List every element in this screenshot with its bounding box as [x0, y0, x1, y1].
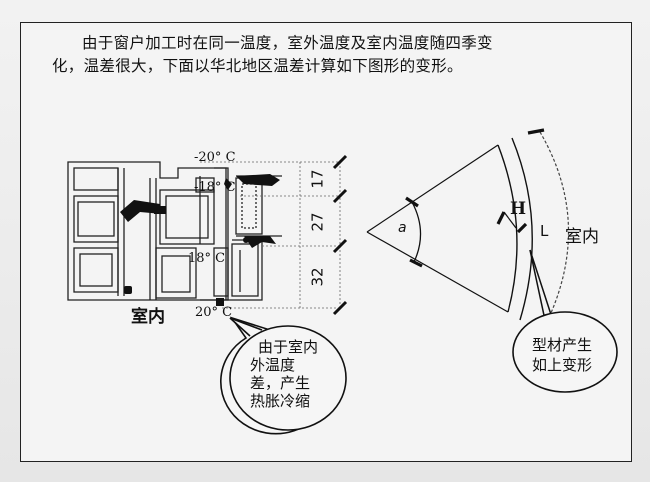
left-callout-line-2: 外温度: [250, 356, 295, 374]
paragraph-line-1: 由于窗户加工时在同一温度，室外温度及室内温度随四季变: [82, 34, 493, 52]
left-callout: 由于室内 外温度 差，产生 热胀冷缩: [219, 316, 347, 435]
paragraph-line-2: 化，温差很大，下面以华北地区温差计算如下图形的变形。: [52, 57, 463, 75]
intro-paragraph: 由于窗户加工时在同一温度，室外温度及室内温度随四季变 化，温差很大，下面以华北地…: [52, 32, 572, 78]
l-label: L: [540, 222, 549, 240]
temp-outer-top: -20° C: [194, 150, 236, 165]
left-callout-line-1: 由于室内: [258, 338, 318, 356]
dimension-guides: [200, 161, 341, 309]
h-label: H: [510, 199, 526, 219]
left-room-label: 室内: [131, 306, 165, 327]
temp-middle: 18° C: [188, 251, 225, 266]
dimension-ticks: [332, 154, 348, 316]
right-callout-line-2: 如上变形: [532, 356, 592, 374]
temp-inner-top: -18° C: [194, 180, 236, 195]
dimension-27: 27: [309, 212, 327, 231]
right-callout-line-1: 型材产生: [532, 336, 592, 354]
sector-ticks: [405, 128, 553, 334]
temp-bottom: 20° C: [195, 305, 232, 320]
angle-label: a: [398, 220, 407, 236]
left-callout-line-3: 差，产生: [250, 374, 310, 392]
left-callout-line-4: 热胀冷缩: [250, 392, 310, 410]
right-callout: 型材产生 如上变形: [512, 311, 618, 393]
dimension-32: 32: [309, 267, 327, 286]
dimension-17: 17: [309, 169, 327, 188]
gasket-seals: [120, 174, 280, 306]
right-room-label: 室内: [565, 227, 599, 247]
